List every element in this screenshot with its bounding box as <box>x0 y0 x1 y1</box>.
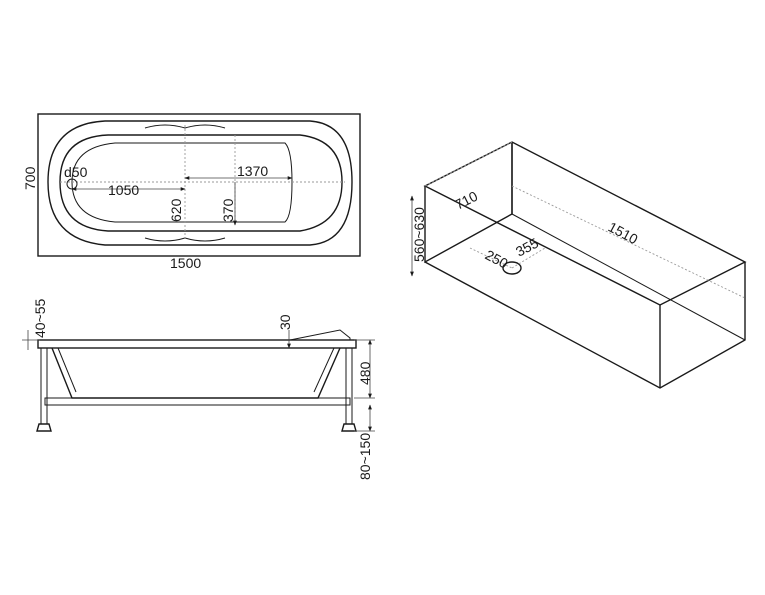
foot-right <box>341 423 357 432</box>
drain-label: d50 <box>64 164 88 180</box>
box-bottom <box>424 261 746 389</box>
side-rim <box>37 339 357 349</box>
depth-label: 480 <box>357 361 373 385</box>
box-left-face <box>424 142 513 264</box>
tub-outline-top <box>37 113 361 257</box>
rim-offset-label: 30 <box>277 314 293 330</box>
dim-1510-line <box>511 185 746 299</box>
rim-height-label: 40~55 <box>32 298 48 338</box>
side-frame-bar <box>44 397 351 406</box>
dim-710-line <box>424 141 513 187</box>
side-bowl <box>51 347 341 399</box>
headrest-top <box>144 124 226 129</box>
side-bowl-inner <box>57 347 77 393</box>
half-width-label: 370 <box>220 198 236 222</box>
box-length-label: 1510 <box>606 219 641 248</box>
drain-offset-label: 1050 <box>108 182 139 198</box>
legs-label: 80~150 <box>357 433 373 480</box>
box-width-label: 710 <box>452 188 480 213</box>
drain-x-label: 250 <box>483 247 511 272</box>
top-view: d50 1050 1370 620 370 700 1500 <box>22 113 361 271</box>
side-view: 40~55 30 480 80~150 <box>22 298 375 480</box>
box-floor-edge <box>511 213 746 341</box>
side-bowl-inner-r <box>313 347 335 393</box>
length-label: 1500 <box>170 255 201 271</box>
drain-y-label: 355 <box>513 234 541 259</box>
dim-355-line <box>511 247 546 269</box>
box-view: 710 560~630 1510 250 355 <box>410 141 747 389</box>
box-height-label: 560~630 <box>411 207 427 262</box>
side-headrest <box>289 329 351 341</box>
bowl-contour <box>59 134 343 232</box>
leg-right <box>345 347 353 425</box>
box-top-face <box>423 141 747 306</box>
foot-left <box>36 423 52 432</box>
inner-length-label: 1370 <box>237 163 268 179</box>
inner-width-label: 620 <box>168 198 184 222</box>
rim-contour <box>47 120 353 246</box>
bottom-contour <box>71 142 293 223</box>
leg-left <box>40 347 48 425</box>
width-label: 700 <box>22 166 38 190</box>
box-drain-icon <box>502 261 522 275</box>
